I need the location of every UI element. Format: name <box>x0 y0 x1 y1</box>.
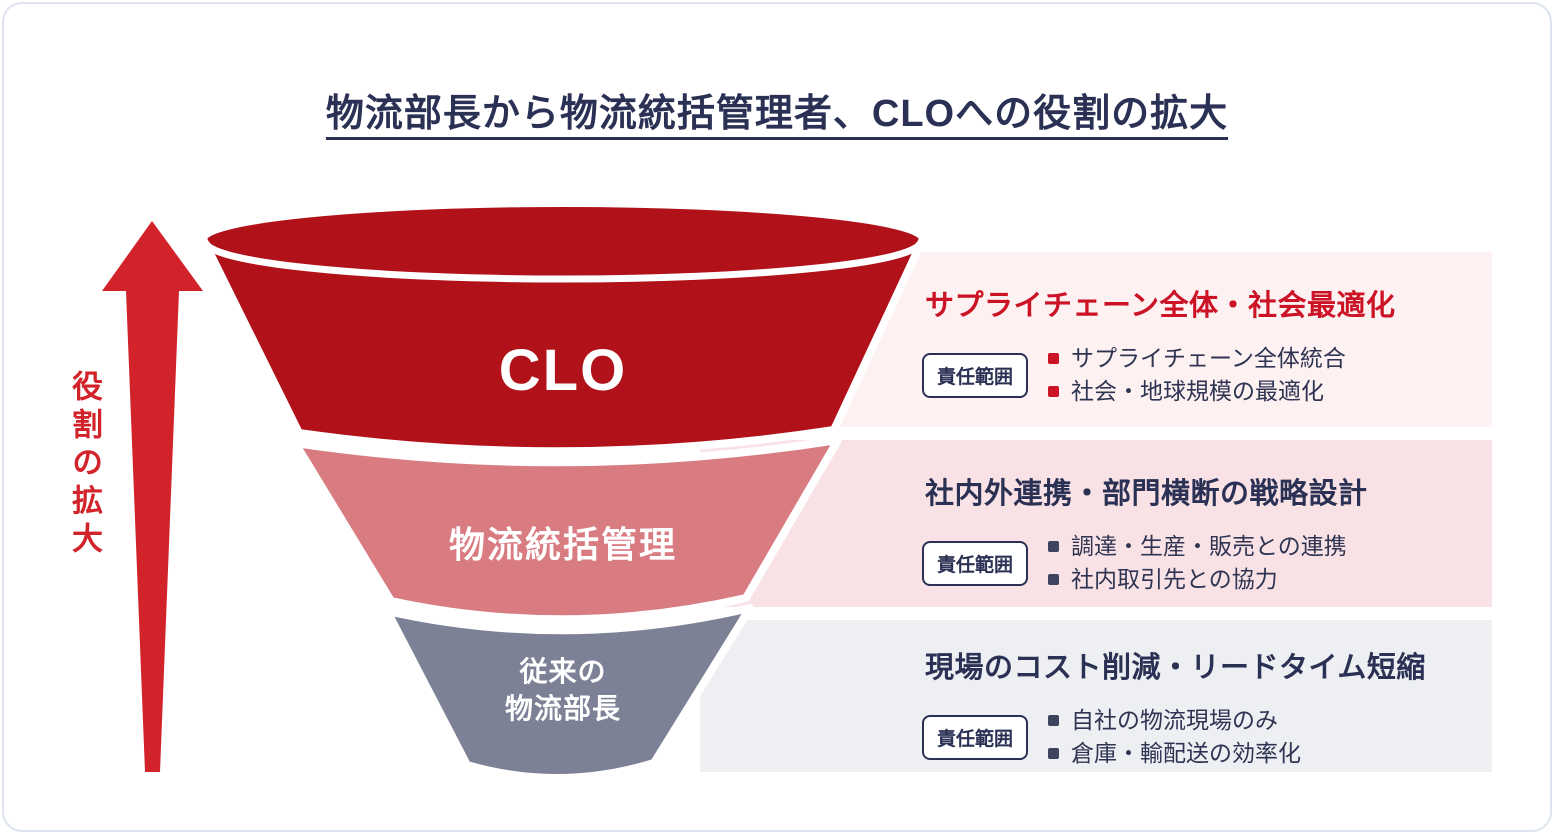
up-arrow-icon <box>102 221 203 772</box>
funnel-level-bottom <box>383 604 754 782</box>
bullet-label: 倉庫・輸配送の効率化 <box>1071 740 1302 766</box>
funnel-level-middle <box>291 436 842 624</box>
role-expansion-axis-label: 役割の拡大 <box>67 370 102 560</box>
list-item: 社会・地球規模の最適化 <box>1048 375 1346 408</box>
bullet-label: 調達・生産・販売との連携 <box>1071 533 1347 559</box>
bullet-label: 自社の物流現場のみ <box>1071 707 1279 733</box>
bullet-square-icon <box>1048 541 1060 552</box>
responsibility-badge: 責任範囲 <box>922 714 1029 760</box>
funnel-rim-highlight <box>202 241 924 283</box>
bullet-square-icon <box>1048 574 1060 585</box>
funnel-label-bottom-line2: 物流部長 <box>504 693 621 724</box>
bullet-label: サプライチェーン全体統合 <box>1071 345 1346 371</box>
list-item: 倉庫・輸配送の効率化 <box>1048 737 1301 770</box>
panel-site-bullets: 自社の物流現場のみ 倉庫・輸配送の効率化 <box>1048 704 1301 770</box>
panel-clo-row: 責任範囲 サプライチェーン全体統合 社会・地球規模の最適化 <box>922 342 1472 408</box>
bullet-square-icon <box>1048 715 1060 726</box>
bullet-square-icon <box>1048 748 1060 759</box>
bullet-label: 社内取引先との協力 <box>1071 566 1278 592</box>
bullet-square-icon <box>1048 353 1060 364</box>
funnel-level-clo <box>199 199 927 456</box>
funnel-label-bottom-line1: 従来の <box>519 656 607 687</box>
responsibility-badge: 責任範囲 <box>922 540 1029 586</box>
panel-clo-bullets: サプライチェーン全体統合 社会・地球規模の最適化 <box>1048 342 1346 408</box>
responsibility-badge: 責任範囲 <box>922 352 1029 398</box>
panel-coordination-bullets: 調達・生産・販売との連携 社内取引先との協力 <box>1048 530 1347 596</box>
funnel-label-clo: CLO <box>498 338 628 403</box>
funnel-label-middle: 物流統括管理 <box>448 524 677 565</box>
panel-clo-scope: サプライチェーン全体・社会最適化 責任範囲 サプライチェーン全体統合 社会・地球… <box>700 252 1492 427</box>
list-item: サプライチェーン全体統合 <box>1048 342 1346 375</box>
funnel-label-bottom: 従来の 物流部長 <box>413 653 713 727</box>
bullet-label: 社会・地球規模の最適化 <box>1071 378 1325 404</box>
panel-coordination-scope: 社内外連携・部門横断の戦略設計 責任範囲 調達・生産・販売との連携 社内取引先と… <box>700 440 1492 607</box>
panel-site-title: 現場のコスト削減・リードタイム短縮 <box>925 652 1426 684</box>
page-title: 物流部長から物流統括管理者、CLOへの役割の拡大 <box>325 93 1229 135</box>
panel-site-scope: 現場のコスト削減・リードタイム短縮 責任範囲 自社の物流現場のみ 倉庫・輸配送の… <box>700 620 1492 772</box>
list-item: 社内取引先との協力 <box>1048 563 1347 596</box>
list-item: 自社の物流現場のみ <box>1048 704 1301 737</box>
panel-clo-title: サプライチェーン全体・社会最適化 <box>925 290 1396 322</box>
panel-coordination-title: 社内外連携・部門横断の戦略設計 <box>925 478 1368 510</box>
list-item: 調達・生産・販売との連携 <box>1048 530 1347 563</box>
panel-site-row: 責任範囲 自社の物流現場のみ 倉庫・輸配送の効率化 <box>922 704 1472 770</box>
panel-coordination-row: 責任範囲 調達・生産・販売との連携 社内取引先との協力 <box>922 530 1472 596</box>
bullet-square-icon <box>1048 386 1060 397</box>
